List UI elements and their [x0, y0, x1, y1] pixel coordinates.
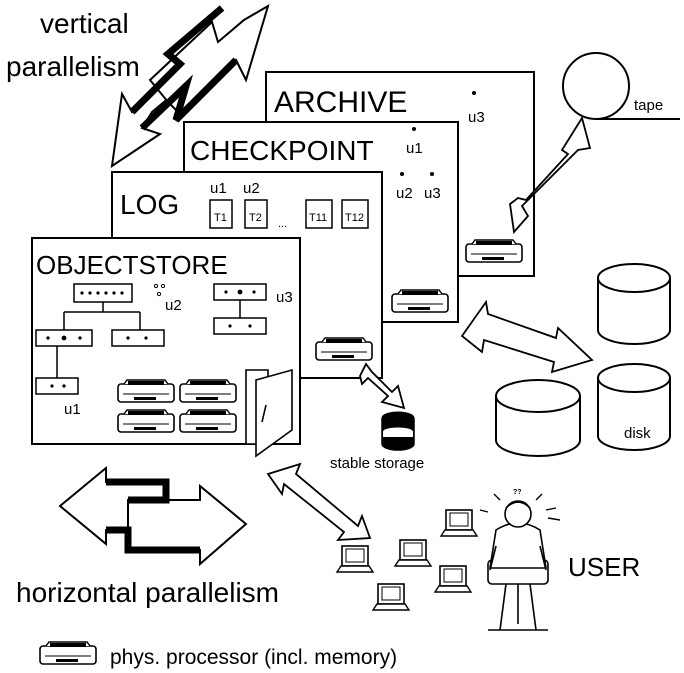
double-arrow-icon	[266, 115, 594, 542]
legend: phys. processor (incl. memory)	[39, 641, 397, 669]
transaction-label: T2	[249, 212, 262, 224]
objectstore-u3: u3	[276, 289, 293, 306]
legend-label: phys. processor (incl. memory)	[110, 646, 397, 669]
processor-icon	[315, 337, 373, 361]
transaction-box	[341, 199, 369, 229]
log-u2: u2	[243, 180, 260, 197]
processor-icon	[117, 379, 175, 403]
objectstore-title: OBJECTSTORE	[36, 250, 228, 280]
stable-storage-label: stable storage	[330, 455, 424, 472]
processor-icon	[117, 409, 175, 433]
archive-u3: u3	[468, 109, 485, 126]
horizontal-parallelism-arrow	[58, 465, 248, 567]
disk-label: disk	[624, 425, 651, 442]
processor-icon	[39, 641, 97, 665]
processor-icon	[465, 239, 523, 263]
user-window	[245, 368, 293, 458]
transaction-label: T1	[214, 212, 227, 224]
terminal-icon	[394, 539, 432, 567]
processor-icon	[179, 409, 237, 433]
archive-title: ARCHIVE	[274, 86, 407, 119]
stress-lines	[479, 493, 561, 521]
log-u1: u1	[210, 180, 227, 197]
checkpoint-u1: u1	[406, 140, 423, 157]
tape-label: tape	[634, 97, 663, 114]
terminal-icon	[372, 583, 410, 611]
processor-icon	[179, 379, 237, 403]
disk-cylinder-icon	[495, 379, 581, 457]
stable-storage-icon	[381, 411, 415, 451]
log-title: LOG	[120, 189, 179, 220]
processor-icon	[391, 289, 449, 313]
transaction-box	[244, 199, 268, 229]
disk-cylinder-icon	[597, 263, 671, 345]
transaction-box	[305, 199, 333, 229]
transaction-label: T12	[345, 212, 364, 224]
transaction-box	[209, 199, 233, 229]
terminal-icon	[336, 545, 374, 573]
objectstore-u2: u2	[165, 297, 182, 314]
checkpoint-u2: u2	[396, 185, 413, 202]
vertical-label: vertical	[40, 8, 129, 39]
vertical-parallelism-arrow	[110, 3, 270, 169]
transaction-label: T11	[309, 212, 327, 224]
user-figure-icon	[487, 500, 549, 631]
ellipsis-label: ...	[278, 218, 287, 230]
checkpoint-u3: u3	[424, 185, 441, 202]
user-marks: ??	[513, 489, 522, 496]
terminal-icon	[440, 509, 478, 537]
disk-cylinder-icon	[597, 363, 671, 451]
objectstore-u1: u1	[64, 401, 81, 418]
parallelism-label: parallelism	[6, 51, 140, 82]
user-label: USER	[568, 552, 640, 582]
horizontal-parallelism-label: horizontal parallelism	[16, 577, 279, 608]
terminal-icon	[434, 565, 472, 593]
tape-reel-icon	[562, 52, 680, 120]
checkpoint-title: CHECKPOINT	[190, 135, 374, 166]
